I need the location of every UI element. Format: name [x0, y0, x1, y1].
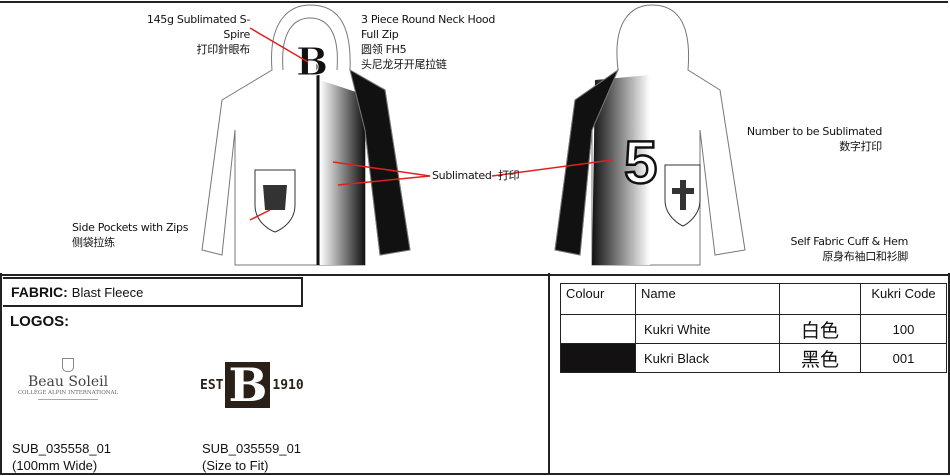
note-text-cn: 原身布袖口和衫脚 [822, 250, 908, 263]
note-text: Sublimated [432, 169, 492, 182]
colour-name-cn: 黑色 [779, 343, 861, 373]
pockets-note: Side Pockets with Zips 侧袋拉练 [72, 220, 188, 250]
note-text-cn: 侧袋拉练 [72, 236, 115, 249]
logo-subtitle: COLLÈGE ALPIN INTERNATIONAL [17, 390, 119, 396]
colour-name: Kukri Black [635, 343, 780, 373]
logo-code-2: SUB_035559_01 (Size to Fit) [202, 440, 301, 474]
note-text: Self Fabric Cuff & Hem [790, 235, 909, 248]
garment-panel [0, 1, 948, 276]
header-cn [779, 283, 861, 315]
note-text-cn: 数字打印 [839, 140, 882, 153]
logo-beau-soleil: Beau Soleil COLLÈGE ALPIN INTERNATIONAL [8, 358, 128, 403]
header-name: Name [635, 283, 780, 315]
note-text-cn: 头尼龙牙开尾拉链 [361, 58, 447, 71]
logo-est-b: EST B 1910 [200, 362, 304, 408]
fabric-weight-note: 145g Sublimated S-Spire 打印針眼布 [128, 12, 250, 57]
hood-note: 3 Piece Round Neck Hood Full Zip 圆领 FH5 … [361, 12, 495, 72]
divider [548, 273, 550, 475]
spec-panel [0, 273, 950, 475]
table-row: Kukri White 白色 100 [560, 314, 947, 344]
note-text: Full Zip [361, 28, 399, 41]
colour-name-cn: 白色 [779, 314, 861, 344]
back-number: 5 [624, 129, 657, 196]
logo-year: 1910 [272, 377, 304, 393]
note-text: 145g Sublimated S-Spire [146, 13, 250, 41]
fabric-value: Blast Fleece [71, 285, 144, 300]
colour-swatch [560, 343, 636, 373]
colour-swatch [560, 314, 636, 344]
logo-code: SUB_035559_01 [202, 441, 302, 456]
header-code: Kukri Code [860, 283, 947, 315]
fabric-box: FABRIC:Blast Fleece [3, 277, 303, 307]
note-text: Side Pockets with Zips [72, 221, 189, 234]
sublimated-note: Sublimated 打印 [432, 168, 520, 183]
back-hoodie [554, 4, 746, 266]
note-text: Number to be Sublimated [746, 125, 882, 138]
table-header: Colour Name Kukri Code [560, 283, 947, 315]
pointer-lines [249, 27, 613, 221]
logo-name: Beau Soleil [27, 374, 109, 390]
logo-size: (Size to Fit) [202, 458, 269, 473]
note-text: 3 Piece Round Neck Hood [361, 13, 496, 26]
colour-code: 100 [860, 314, 947, 344]
note-text-cn: 打印針眼布 [196, 43, 251, 56]
logos-label: LOGOS: [10, 313, 70, 330]
colour-table: Colour Name Kukri Code Kukri White 白色 10… [560, 283, 947, 373]
table-row: Kukri Black 黑色 001 [560, 343, 947, 373]
logo-size: (100mm Wide) [12, 458, 98, 473]
header-colour: Colour [560, 283, 636, 315]
logo-underline [38, 399, 98, 400]
logo-est: EST [200, 377, 224, 393]
colour-name: Kukri White [635, 314, 780, 344]
logo-code-1: SUB_035558_01 (100mm Wide) [12, 440, 111, 474]
number-note: Number to be Sublimated 数字打印 [740, 124, 882, 154]
colour-code: 001 [860, 343, 947, 373]
front-crest-letter: B [296, 39, 328, 84]
logo-letter: B [225, 362, 271, 408]
note-text-cn: 圆领 FH5 [361, 43, 407, 56]
logo-code: SUB_035558_01 [12, 441, 112, 456]
fabric-label: FABRIC: [11, 284, 68, 300]
front-hoodie [201, 4, 411, 266]
note-text-cn: 打印 [497, 169, 520, 182]
garment-drawings: B 5 [201, 4, 746, 266]
crest-icon [62, 358, 74, 372]
cuff-note: Self Fabric Cuff & Hem 原身布袖口和衫脚 [740, 234, 909, 264]
